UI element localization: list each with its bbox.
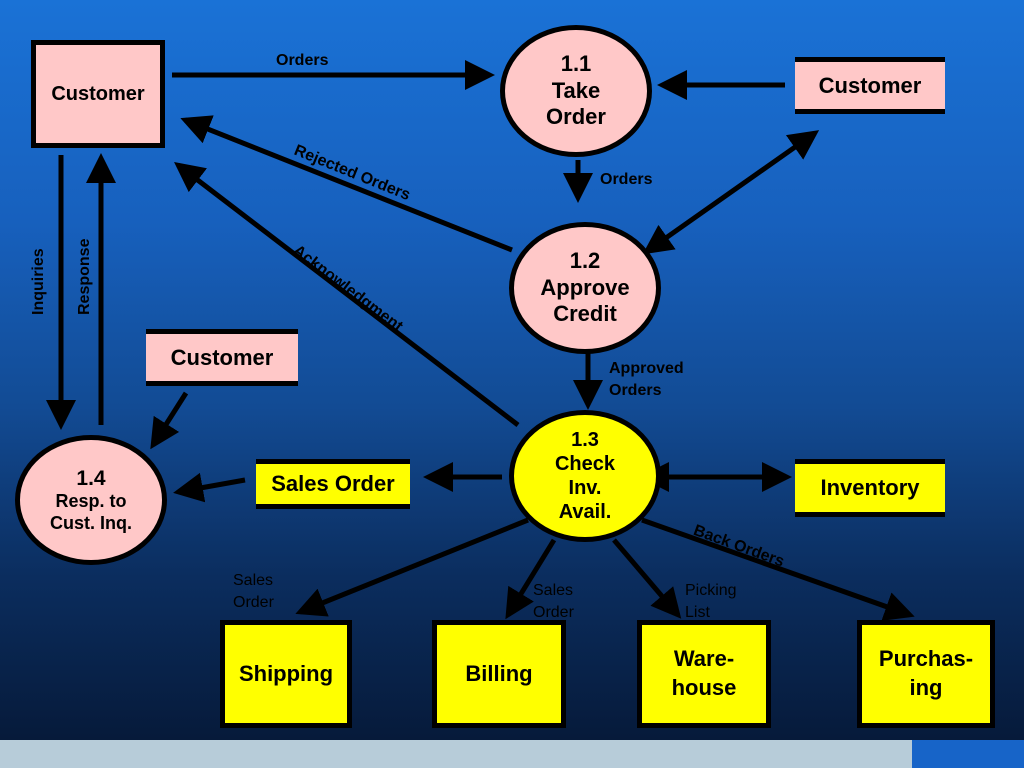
label-picking-list: Picking List xyxy=(685,582,737,621)
entity-warehouse: Ware- house xyxy=(637,620,771,728)
label-sales-order-shipping: Sales Order xyxy=(233,572,274,611)
arrow-customer-mid-to-1-4 xyxy=(150,391,189,450)
entity-billing: Billing xyxy=(432,620,566,728)
entity-customer-top-left: Customer xyxy=(31,40,165,148)
label-approved-orders: Approved Orders xyxy=(609,360,684,399)
entity-shipping: Shipping xyxy=(220,620,352,728)
arrow-rejected-orders xyxy=(180,115,513,253)
arrow-1-3-to-warehouse xyxy=(612,538,682,619)
label-response: Response xyxy=(76,238,93,315)
process-1-1-take-order: 1.1 Take Order xyxy=(500,25,652,157)
store-sales-order: Sales Order xyxy=(256,459,410,509)
entity-customer-mid: Customer xyxy=(146,329,298,386)
arrow-1-3-to-shipping xyxy=(295,517,529,617)
process-1-3-check-inventory: 1.3 Check Inv. Avail. xyxy=(509,410,661,542)
store-inventory: Inventory xyxy=(795,459,945,517)
arrow-customer-right-1-2 xyxy=(642,130,820,255)
label-inquiries: Inquiries xyxy=(30,248,47,315)
label-orders-top: Orders xyxy=(276,52,329,69)
footer-bar xyxy=(0,740,912,768)
process-1-2-approve-credit: 1.2 Approve Credit xyxy=(509,222,661,354)
arrow-1-3-to-billing xyxy=(505,538,557,620)
arrow-back-orders xyxy=(641,517,915,621)
footer-accent xyxy=(912,740,1024,768)
arrow-sales-order-to-1-4 xyxy=(173,472,246,503)
label-orders-mid: Orders xyxy=(600,171,653,188)
process-1-4-respond-inquiry: 1.4 Resp. to Cust. Inq. xyxy=(15,435,167,565)
label-sales-order-billing: Sales Order xyxy=(533,582,574,621)
entity-purchasing: Purchas- ing xyxy=(857,620,995,728)
entity-customer-top-right: Customer xyxy=(795,57,945,114)
arrow-acknowledgment xyxy=(174,161,520,427)
